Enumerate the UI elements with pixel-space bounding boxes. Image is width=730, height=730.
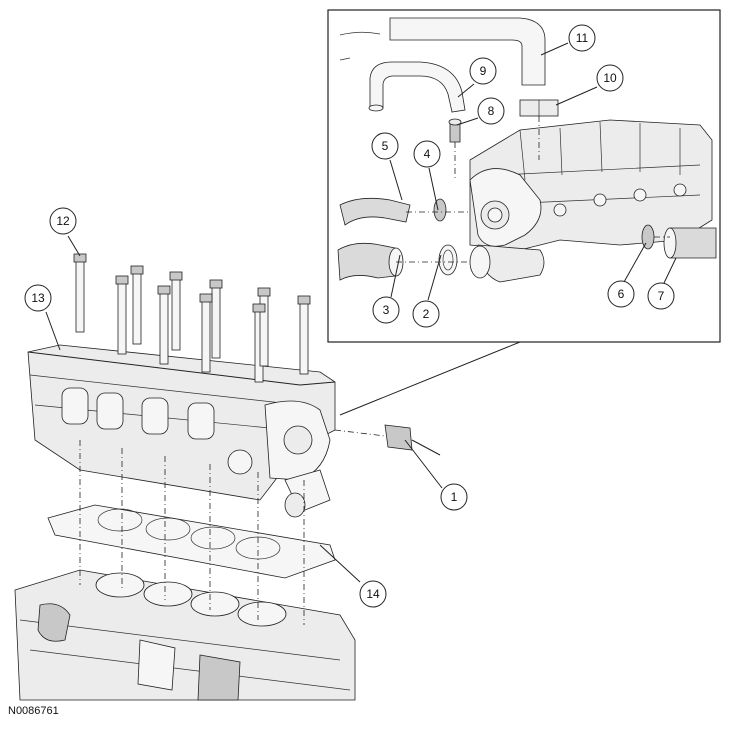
callout-12-label: 12 [56,214,70,228]
callout-9-label: 9 [480,64,487,78]
alignment-lines [79,440,305,625]
callout-11-label: 11 [576,31,589,45]
engine-block [14,569,356,701]
callout-14: 14 [359,580,387,608]
callout-8-label: 8 [488,104,495,118]
figure-id: N0086761 [8,705,59,717]
detail-inset [327,9,721,416]
callout-6-label: 6 [618,287,625,301]
callout-8: 8 [477,97,505,125]
callout-13-label: 13 [31,291,45,305]
callout-4: 4 [413,140,441,168]
callout-5-label: 5 [382,139,389,153]
callout-9: 9 [469,57,497,85]
cylinder-head [27,344,441,518]
callout-10: 10 [596,64,624,92]
callout-1-label: 1 [451,490,458,504]
callout-7: 7 [647,282,675,310]
callout-10-label: 10 [603,71,617,85]
callout-5: 5 [371,132,399,160]
callout-11: 11 [568,24,596,52]
callout-2: 2 [412,300,440,328]
leader-lines [45,42,677,583]
callout-6: 6 [607,280,635,308]
callout-4-label: 4 [424,147,431,161]
callout-12: 12 [49,207,77,235]
head-bolts [73,253,311,383]
callouts: 1 2 3 4 5 6 7 8 [24,24,675,608]
callout-1: 1 [440,483,468,511]
callout-2-label: 2 [423,307,430,321]
callout-14-label: 14 [366,587,380,601]
callout-7-label: 7 [658,289,665,303]
callout-3-label: 3 [383,303,390,317]
callout-3: 3 [372,296,400,324]
callout-13: 13 [24,284,52,312]
